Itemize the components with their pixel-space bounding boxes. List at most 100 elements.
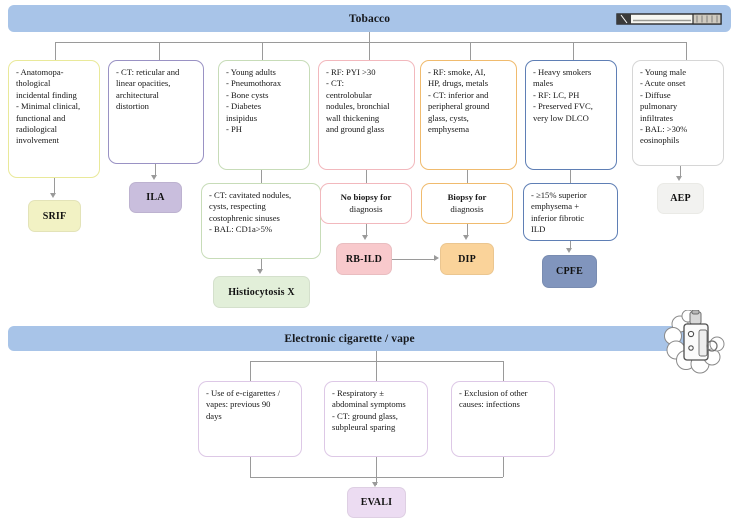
decision-line-1: No biopsy for (340, 192, 392, 202)
outcome-label: DIP (458, 253, 476, 265)
criteria-line: peripheral ground (428, 101, 490, 112)
criteria-line: very low DLCO (533, 112, 589, 123)
outcome-rbild: RB-ILD (336, 243, 392, 275)
criteria-line: - Acute onset (640, 78, 686, 89)
section-title-vape: Electronic cigarette / vape (284, 332, 415, 345)
criteria-line: - Exclusion of other (459, 388, 528, 398)
arrowhead-srif (50, 193, 57, 198)
arrowhead-rbild (362, 235, 369, 240)
criteria-line: - PH (226, 124, 242, 135)
criteria-line: radiological (16, 124, 58, 135)
outcome-histiocytosis: Histiocytosis X (213, 276, 310, 308)
cigarette-icon (616, 13, 722, 25)
outcome-dip: DIP (440, 243, 494, 275)
outcome-label: EVALI (360, 497, 393, 508)
connector-aep (680, 166, 681, 177)
connector-vape-up-3 (503, 457, 504, 477)
criteria-line: vapes: previous 90 (206, 399, 271, 410)
criteria-line: involvement (16, 135, 59, 146)
criteria-box-dip-step1: - RF: smoke, AI, HP, drugs, metals - CT:… (420, 60, 517, 170)
connector-cpfe-1 (570, 170, 571, 183)
criteria-box-cpfe-step2: - ≥15% superior emphysema + inferior fib… (523, 183, 618, 241)
arrowhead-cpfe (566, 248, 573, 253)
criteria-line: - Use of e-cigarettes / (206, 388, 280, 398)
connector-drop-1 (55, 42, 56, 60)
criteria-line: - Diffuse (640, 89, 671, 100)
criteria-line: functional and (16, 112, 66, 123)
criteria-line: eosinophils (640, 135, 680, 146)
criteria-line: days (206, 410, 222, 421)
criteria-line: - Heavy smokers (533, 67, 592, 77)
criteria-line: emphysema + (531, 201, 580, 212)
criteria-line: pulmonary (640, 101, 678, 112)
outcome-label: AEP (670, 193, 691, 204)
criteria-line: centrolobular (326, 89, 372, 100)
section-title-tobacco: Tobacco (348, 12, 391, 25)
criteria-line: infiltrates (640, 112, 673, 123)
section-header-vape: Electronic cigarette / vape (8, 326, 691, 351)
criteria-line: - Bone cysts (226, 89, 269, 100)
criteria-line: - CT: ground glass, (332, 410, 398, 421)
connector-drop-6 (573, 42, 574, 60)
criteria-line: cysts, respecting (209, 201, 266, 212)
criteria-line: abdominal symptoms (332, 399, 406, 410)
decision-line-2: diagnosis (349, 203, 383, 214)
connector-vape-up-1 (250, 457, 251, 477)
criteria-line: architectural (116, 89, 159, 100)
arrowhead-histiocytosis (257, 269, 264, 274)
criteria-line: - Minimal clinical, (16, 101, 81, 112)
criteria-line: - ≥15% superior (531, 190, 587, 200)
outcome-evali: EVALI (347, 487, 406, 518)
criteria-line: nodules, bronchial (326, 101, 390, 112)
decision-box-biopsy: Biopsy for diagnosis (421, 183, 513, 224)
criteria-line: and ground glass (326, 124, 385, 135)
criteria-line: subpleural sparing (332, 422, 396, 433)
connector-vape-trunk (376, 351, 377, 361)
connector-tobacco-bus (55, 42, 686, 43)
outcome-cpfe: CPFE (542, 255, 597, 288)
criteria-line: linear opacities, (116, 78, 171, 89)
criteria-line: - BAL: >30% (640, 124, 688, 135)
outcome-srif: SRIF (28, 200, 81, 232)
criteria-line: - Diabetes (226, 101, 262, 112)
arrowhead-dip (463, 235, 470, 240)
connector-evali (376, 477, 377, 485)
criteria-box-srif: - Anatomopa- thological incidental findi… (8, 60, 100, 178)
criteria-line: - CT: cavitated nodules, (209, 190, 292, 200)
decision-line-2: diagnosis (450, 203, 484, 214)
connector-histiocytosis-1 (261, 170, 262, 183)
criteria-line: males (533, 78, 554, 89)
criteria-line: inferior fibrotic (531, 212, 585, 223)
criteria-line: - Respiratory ± (332, 388, 384, 398)
criteria-line: - Young adults (226, 67, 276, 77)
connector-vape-drop-3 (503, 361, 504, 381)
outcome-label: SRIF (42, 210, 67, 222)
connector-rbild-2 (366, 224, 367, 236)
outcome-label: RB-ILD (345, 253, 383, 265)
criteria-line: - Anatomopa- (16, 67, 64, 77)
connector-rbild-1 (366, 170, 367, 183)
criteria-box-histiocytosis-step1: - Young adults - Pneumothorax - Bone cys… (218, 60, 310, 170)
outcome-label: ILA (146, 192, 165, 203)
arrowhead-ila (151, 175, 158, 180)
outcome-ila: ILA (129, 182, 182, 213)
criteria-line: thological (16, 78, 51, 89)
criteria-line: glass, cysts, (428, 112, 469, 123)
criteria-line: causes: infections (459, 399, 520, 410)
connector-drop-7 (686, 42, 687, 60)
connector-cpfe-2 (570, 241, 571, 249)
criteria-box-vape-symptoms: - Respiratory ± abdominal symptoms - CT:… (324, 381, 428, 457)
criteria-line: costophrenic sinuses (209, 212, 280, 223)
vape-device-icon (664, 310, 725, 374)
criteria-line: HP, drugs, metals (428, 78, 489, 89)
arrowhead-aep (676, 176, 683, 181)
connector-srif (54, 178, 55, 194)
arrowhead-rbild-to-dip (434, 255, 439, 262)
connector-ila (155, 164, 156, 176)
connector-dip-2 (467, 224, 468, 236)
connector-drop-2 (159, 42, 160, 60)
criteria-line: insipidus (226, 112, 258, 123)
criteria-box-vape-exclusion: - Exclusion of other causes: infections (451, 381, 555, 457)
connector-vape-up-2 (376, 457, 377, 477)
